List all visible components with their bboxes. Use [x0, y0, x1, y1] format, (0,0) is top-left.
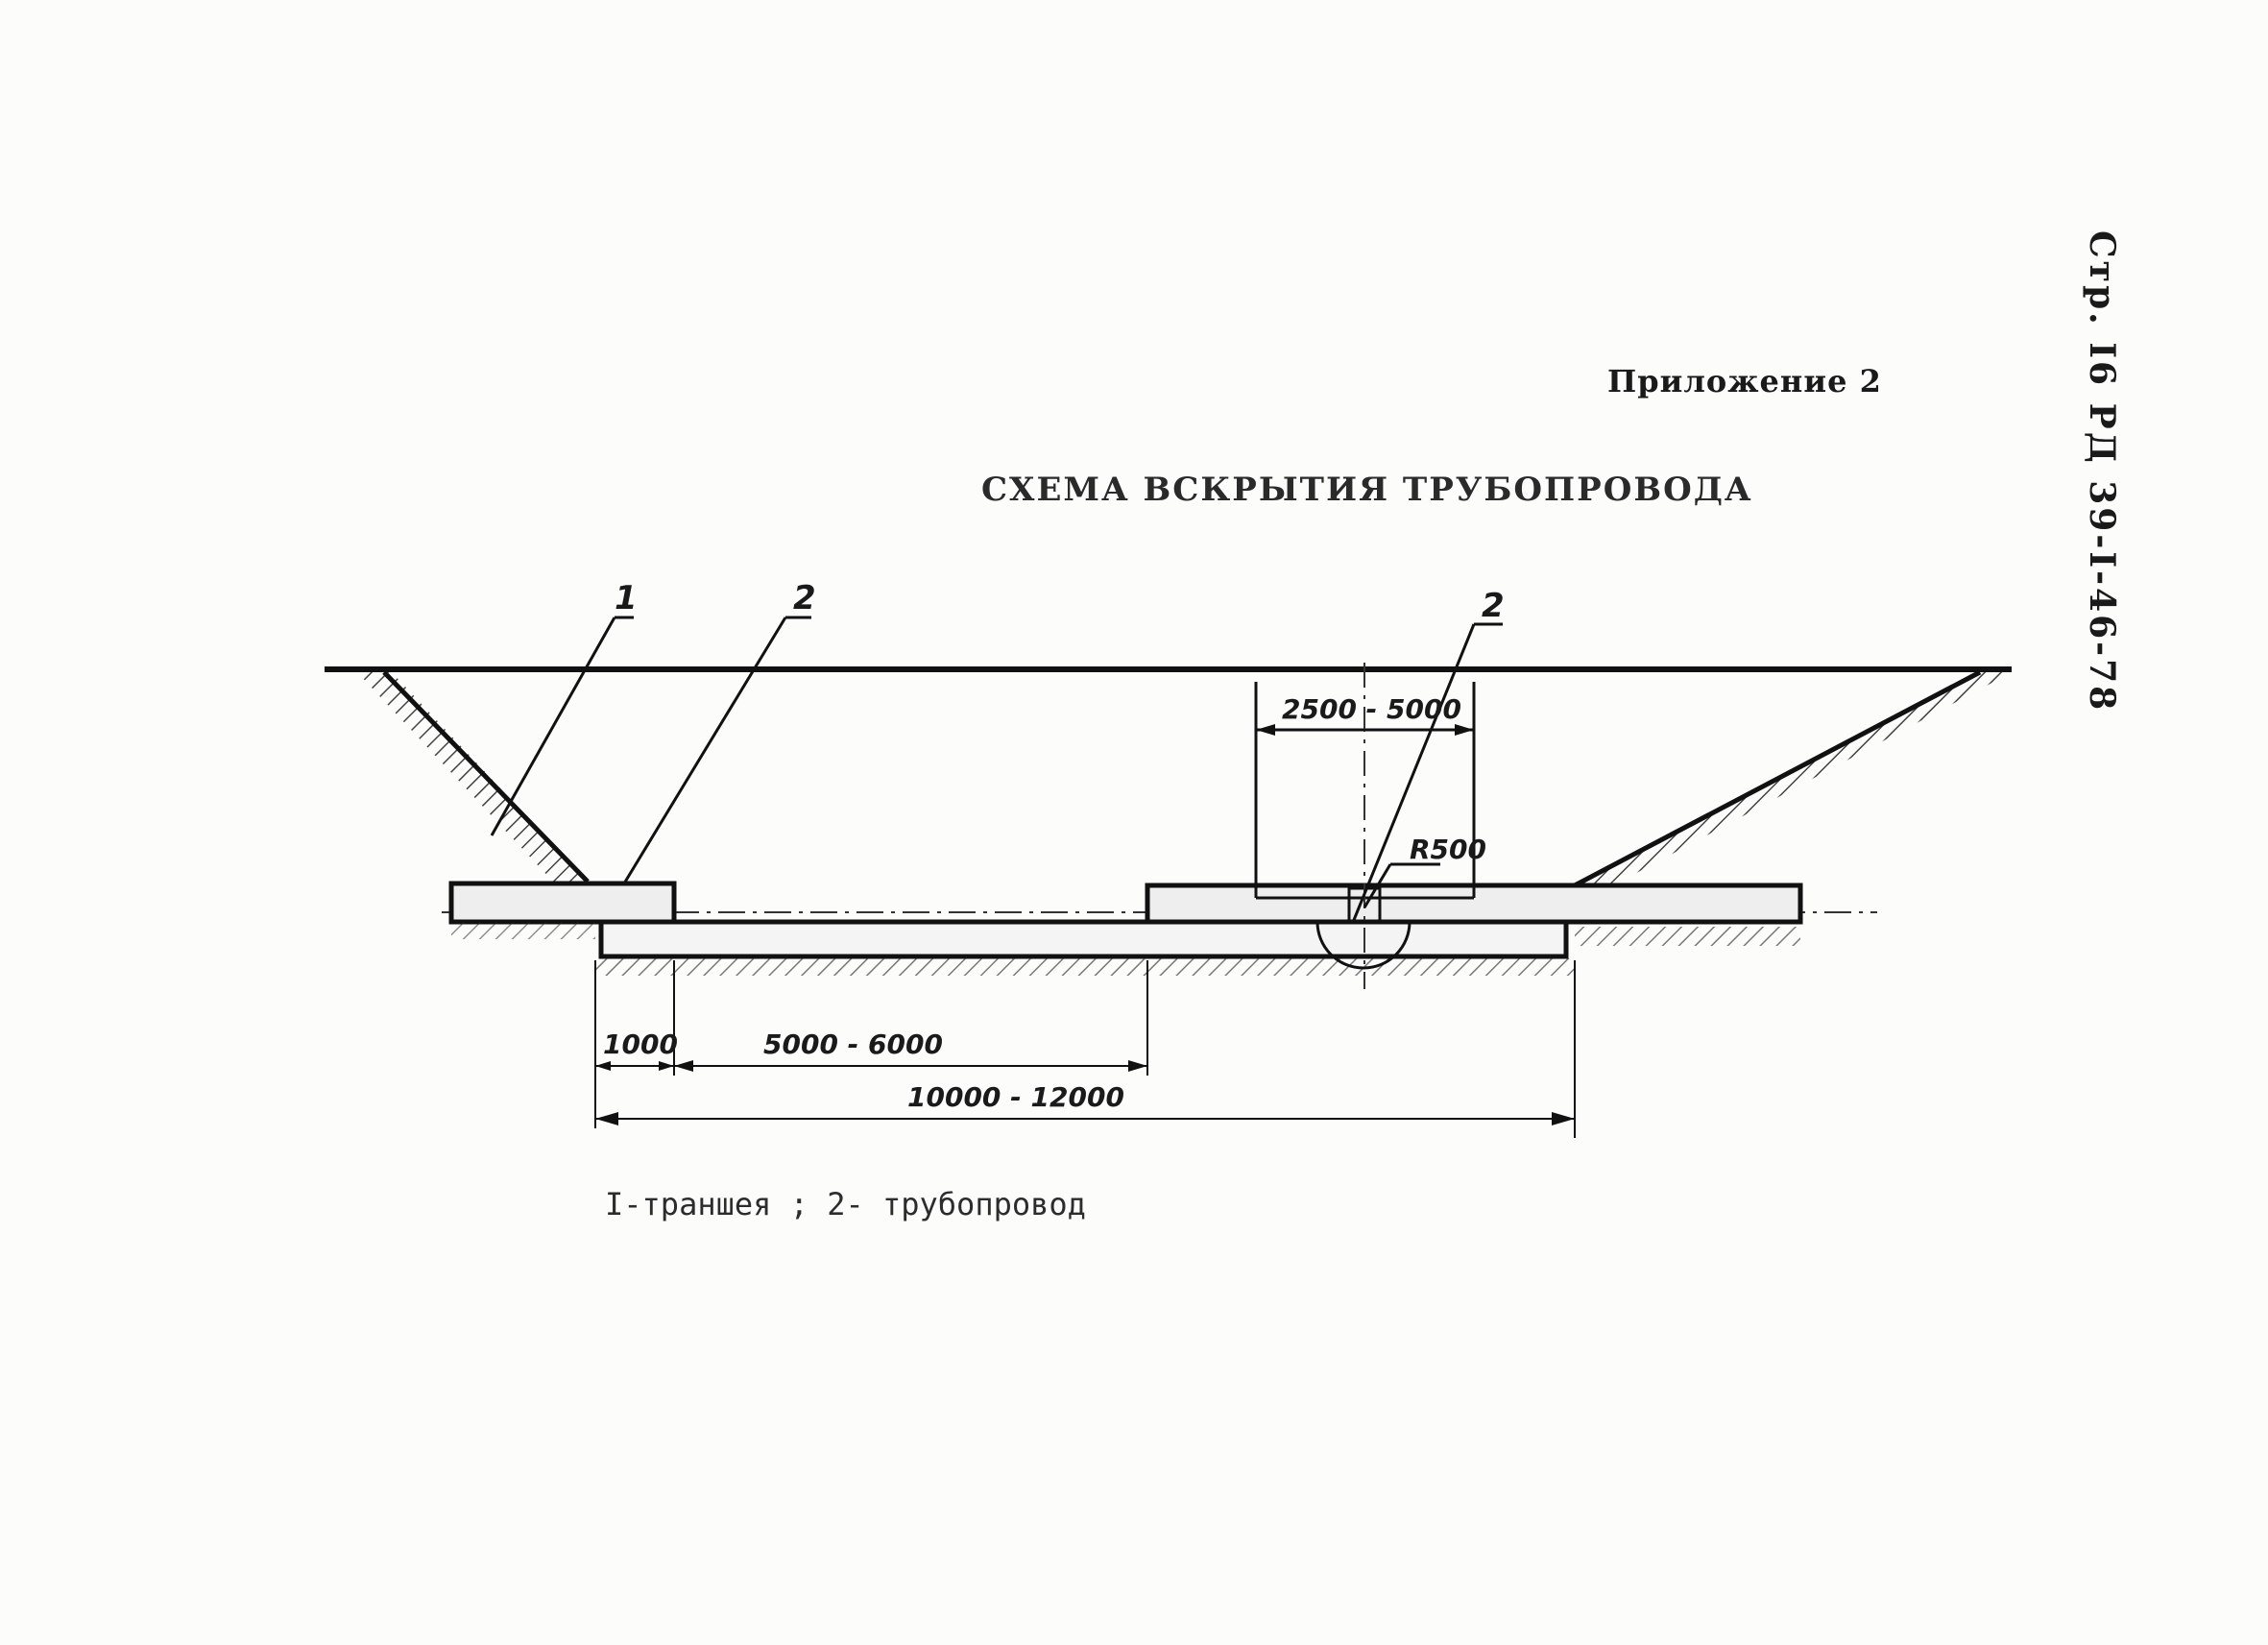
callout-pipe-right: 2 [1482, 587, 1505, 625]
callout-trench: 1 [615, 579, 638, 617]
pipe-left-section [448, 881, 677, 925]
dim-offset-label: 1000 [603, 1028, 678, 1060]
callout-pipe-left: 2 [793, 579, 816, 617]
trench-bottom [451, 919, 1800, 976]
dim-cut-length-label: 5000 - 6000 [763, 1028, 943, 1060]
appendix-label: Приложение 2 [1607, 363, 1882, 399]
dim-offset [595, 1061, 674, 1071]
dim-pit-width-label: 2500 - 5000 [1282, 693, 1461, 725]
dim-trench-length-label: 10000 - 12000 [907, 1081, 1124, 1113]
right-slope [1573, 669, 2012, 888]
dim-trench-length [595, 1112, 1575, 1125]
dim-cut-length [674, 1060, 1147, 1072]
callout-leaders [490, 616, 1503, 921]
diagram-title: СХЕМА ВСКРЫТИЯ ТРУБОПРОВОДА [981, 471, 1753, 509]
left-slope [357, 670, 590, 883]
dim-extension-lines [594, 960, 1576, 1138]
dim-radius-label: R500 [1410, 834, 1486, 865]
dim-pit-width [1256, 724, 1474, 736]
legend: I-траншея ; 2- трубопровод [605, 1186, 1086, 1222]
